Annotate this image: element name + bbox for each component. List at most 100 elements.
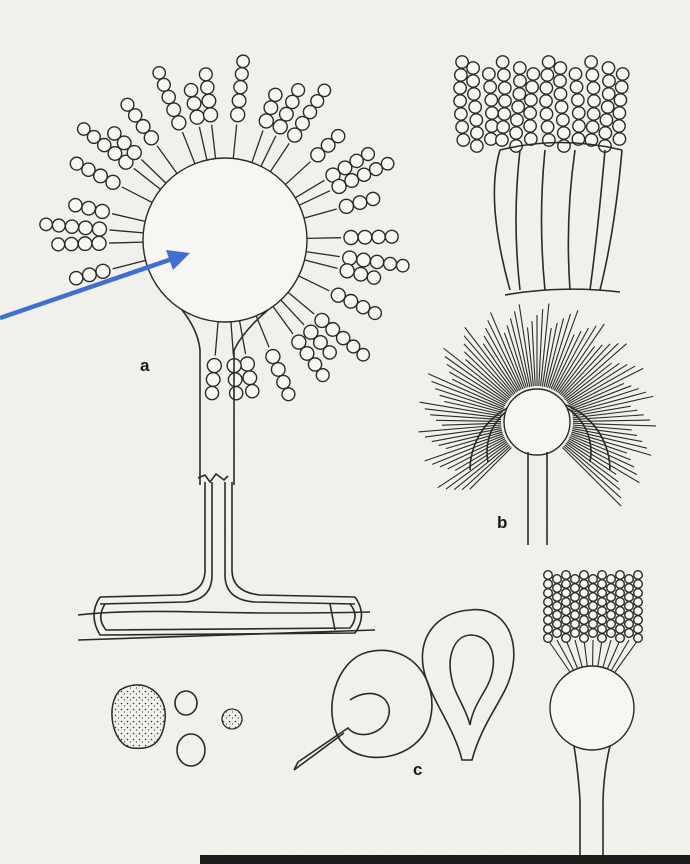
echinulate-conidium [222,709,242,729]
tr-conidium [599,127,611,139]
a-conidium [369,307,382,320]
c-vesicle [550,666,634,750]
tr-conidium [586,69,598,81]
c-conidium [562,598,571,607]
c-conidium [616,625,625,634]
c-conidium [634,634,643,643]
tr-conidium [496,56,508,68]
tr-conidium [467,62,479,74]
c-conidium [616,634,625,643]
a-conidium [370,255,383,268]
c-conidium [607,620,616,629]
rough-conidium [112,685,165,749]
c-conidium [598,616,607,625]
c-conidium [616,598,625,607]
a-conidium [316,369,329,382]
c-conidium [607,629,616,638]
tr-conidium [602,62,614,74]
a-conidium [92,222,106,236]
tr-conidium [469,101,481,113]
a-conidium [95,204,109,218]
a-vesicle [143,158,307,322]
tr-conidium [510,127,522,139]
a-conidium [366,192,379,205]
a-conidium [70,272,83,285]
a-conidium [264,101,278,115]
a-conidium [357,168,370,181]
a-conidium [318,84,330,96]
tr-conidium [524,120,536,132]
tr-conidium [602,88,614,100]
a-conidium [157,78,170,91]
tr-conidium [484,81,496,93]
c-conidium [562,580,571,589]
tr-conidium [613,107,625,119]
c-conidium [553,629,562,638]
a-conidium [190,110,204,124]
tr-conidium [525,94,537,106]
a-conidium [357,253,371,267]
tr-conidium [554,62,566,74]
tr-conidium [526,81,538,93]
tr-conidium [456,121,468,133]
a-conidium [52,219,65,232]
tr-conidium [614,94,626,106]
c-conidium [562,616,571,625]
c-conidium [544,598,553,607]
tr-conidium [468,88,480,100]
tr-conidium [455,69,467,81]
c-conidium [589,620,598,629]
a-conidium [370,163,383,176]
c-conidium [580,607,589,616]
c-conidium [589,602,598,611]
a-conidium [234,81,247,94]
tr-conidium [540,82,552,94]
a-conidium [385,230,398,243]
a-conidium [277,375,290,388]
tr-conidium [541,121,553,133]
tr-conidium [498,69,510,81]
c-conidium [616,580,625,589]
c-conidium [562,634,571,643]
c-conidium [598,598,607,607]
tr-conidium [569,68,581,80]
tr-conidium [455,108,467,120]
a-conidium [259,114,273,128]
label-b: b [497,513,507,532]
c-conidium [625,575,634,584]
c-conidium [625,593,634,602]
c-conidium [616,607,625,616]
a-conidium [79,221,93,235]
a-conidium [230,387,243,400]
a-conidium [340,264,354,278]
tr-conidium [587,82,599,94]
a-conidium [332,130,345,143]
tr-conidium [602,101,614,113]
a-conidium [202,94,216,108]
a-conidium [204,108,218,122]
a-conidium [246,385,259,398]
a-conidium [331,288,345,302]
c-conidium [616,616,625,625]
c-conidium [553,611,562,620]
tr-conidium [587,108,599,120]
c-conidium [562,625,571,634]
c-conidium [625,629,634,638]
a-conidium [206,373,220,387]
a-conidium [187,97,201,111]
tr-conidium [454,82,466,94]
tr-conidium [457,134,469,146]
tr-conidium [486,107,498,119]
tr-conidium [555,101,567,113]
c-conidium [571,629,580,638]
a-conidium [231,108,245,122]
a-conidium [82,163,95,176]
c-conidium [553,620,562,629]
tr-conidium [485,94,497,106]
c-conidium [634,616,643,625]
c-conidium [571,620,580,629]
c-conidium [580,580,589,589]
a-conidium [153,67,165,79]
tr-conidium [512,101,524,113]
